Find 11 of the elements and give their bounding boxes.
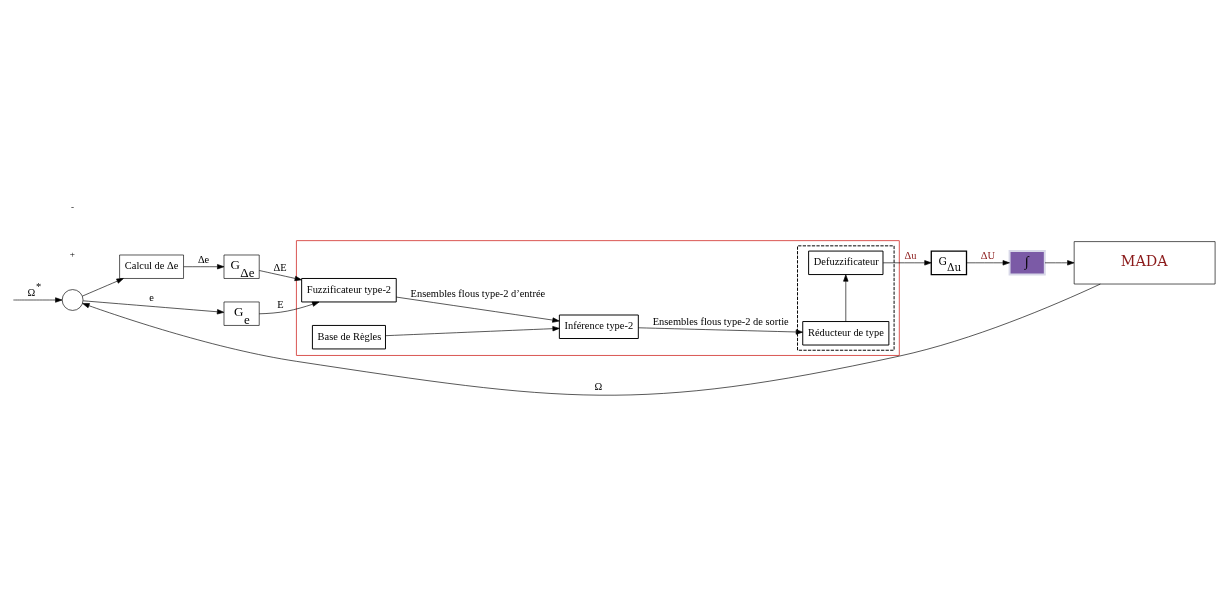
edge-label: ΔE — [273, 261, 287, 273]
edge-label: ΔU — [980, 249, 996, 261]
edge-label: e — [149, 291, 154, 303]
edge-label: Δe — [197, 253, 210, 265]
label: + — [69, 248, 75, 259]
label: - — [70, 201, 75, 212]
edge-label: Ensembles flous type-2 d’entrée — [410, 287, 546, 299]
edge-label: Ensembles flous type-2 de sortie — [652, 315, 789, 327]
edge-label: Ω — [594, 380, 603, 392]
edge-label: Δu — [904, 249, 917, 261]
edge-label: E — [277, 298, 284, 310]
